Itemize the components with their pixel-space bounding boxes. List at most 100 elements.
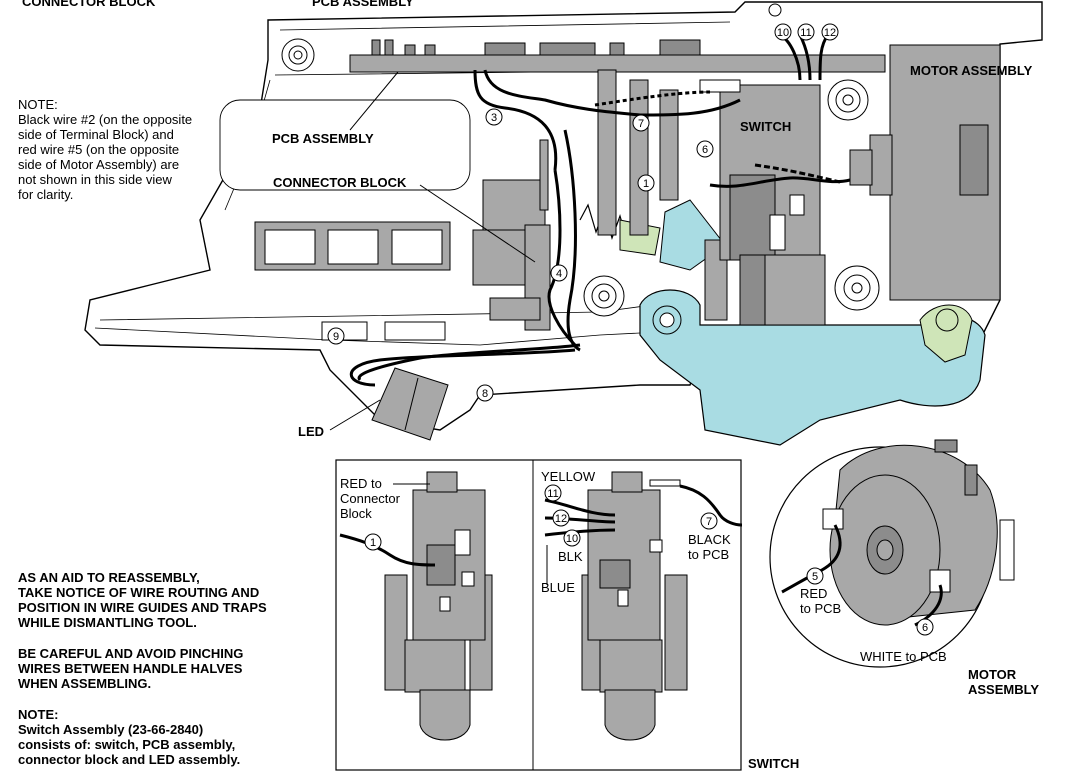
svg-text:12: 12 [824, 27, 836, 39]
svg-text:9: 9 [333, 331, 339, 343]
pcb-assembly-label: PCB ASSEMBLY [272, 131, 374, 146]
note-bottom-line: connector block and LED assembly. [18, 752, 241, 767]
note-top-line: Black wire #2 (on the opposite [18, 112, 193, 127]
screw-boss-middle [583, 275, 625, 317]
green-pivot-part [919, 304, 973, 363]
wire-callout-10: 10 [774, 23, 792, 41]
instruction-line: AS AN AID TO REASSEMBLY, [18, 570, 200, 585]
yellow-label: YELLOW [541, 469, 596, 484]
svg-text:6: 6 [922, 622, 928, 634]
switch-right-callout-12: 12 [552, 509, 570, 527]
switch-body [699, 79, 826, 326]
led-label: LED [298, 424, 324, 439]
led-leader [329, 399, 381, 431]
blue-label: BLUE [541, 580, 575, 595]
wire-callout-9: 9 [327, 327, 345, 345]
led-assembly [371, 367, 449, 441]
pcb-assembly [349, 39, 886, 73]
svg-text:8: 8 [482, 388, 488, 400]
trigger-pivot-hole [659, 312, 675, 328]
battery-contact-block [254, 221, 451, 271]
led-divider [404, 377, 419, 431]
svg-text:1: 1 [370, 537, 376, 549]
housing-lower-ridge [94, 327, 701, 346]
switch-left-label-line1: RED to [340, 476, 382, 491]
note-top: NOTE: Black wire #2 (on the opposite sid… [18, 97, 233, 202]
led-guide-right [384, 321, 446, 341]
motor-white-label: WHITE to PCB [860, 649, 947, 664]
connector-block-label: CONNECTOR BLOCK [273, 175, 407, 190]
note-top-line: side of Motor Assembly) are [18, 157, 180, 172]
switch-right-wires [544, 484, 743, 537]
note-top-line: side of Terminal Block) and [18, 127, 174, 142]
screw-boss-top-right [827, 79, 869, 121]
black-to-pcb-line1: BLACK [688, 532, 731, 547]
wire-callout-3: 3 [485, 108, 503, 126]
switch-left-wire [339, 533, 436, 567]
switch-view-left [384, 471, 493, 741]
note-top-line: red wire #5 (on the opposite [18, 142, 180, 157]
note-bottom-line: consists of: switch, PCB assembly, [18, 737, 236, 752]
wire-callout-8: 8 [476, 384, 494, 402]
black-to-pcb-line2: to PCB [688, 547, 729, 562]
screw-boss-top-left [281, 38, 315, 72]
svg-text:7: 7 [706, 516, 712, 528]
svg-text:6: 6 [702, 144, 708, 156]
motor-assembly [849, 44, 1001, 301]
switch-detail-title: SWITCH [748, 756, 799, 771]
svg-text:10: 10 [566, 533, 578, 545]
instruction-line: WHEN ASSEMBLING. [18, 676, 152, 691]
svg-text:3: 3 [491, 112, 497, 124]
wire-callout-7: 7 [632, 114, 650, 132]
blue-trigger [639, 289, 986, 446]
motor-callout-6: 6 [916, 618, 934, 636]
middle-rib-1 [597, 69, 617, 236]
svg-text:5: 5 [812, 571, 818, 583]
connector-leader [419, 184, 536, 263]
motor-detail-title-line1: MOTOR [968, 667, 1017, 682]
motor-red-line1: RED [800, 586, 827, 601]
motor-detail-title-line2: ASSEMBLY [968, 682, 1039, 697]
svg-text:11: 11 [547, 488, 558, 500]
note-top-heading: NOTE: [18, 97, 58, 112]
blk-label: BLK [558, 549, 583, 564]
svg-text:7: 7 [638, 118, 644, 130]
dashed-wire-7 [594, 90, 711, 107]
switch-left-callout-1: 1 [364, 533, 382, 551]
switch-left-label-line3: Block [340, 506, 372, 521]
note-top-line: for clarity. [18, 187, 74, 202]
handle-cavity [219, 99, 471, 191]
pcb-leader [349, 71, 399, 131]
motor-detail-drawing [822, 439, 1015, 626]
instructions-para2: BE CAREFUL AND AVOID PINCHING WIRES BETW… [18, 646, 338, 691]
svg-text:10: 10 [777, 27, 789, 39]
wire-callout-6: 6 [696, 140, 714, 158]
instruction-line: TAKE NOTICE OF WIRE ROUTING AND [18, 585, 260, 600]
note-bottom: NOTE: Switch Assembly (23-66-2840) consi… [18, 707, 338, 767]
top-pcb-assembly-label: PCB ASSEMBLY [312, 0, 414, 9]
motor-red-wire [781, 524, 842, 594]
wire-callout-4: 4 [550, 264, 568, 282]
green-pivot-hole [935, 308, 959, 332]
svg-text:4: 4 [556, 268, 562, 280]
motor-red-line2: to PCB [800, 601, 841, 616]
top-screw [768, 3, 782, 17]
switch-right-callout-11: 11 [544, 484, 562, 502]
wire-callout-11: 11 [797, 23, 815, 41]
wire-bundle [349, 33, 851, 387]
screw-boss-right [834, 265, 880, 311]
instruction-line: POSITION IN WIRE GUIDES AND TRAPS [18, 600, 267, 615]
motor-callout-5: 5 [806, 567, 824, 585]
dashed-wire-6 [754, 163, 841, 184]
wire-callout-1: 1 [637, 174, 655, 192]
instruction-line: WIRES BETWEEN HANDLE HALVES [18, 661, 243, 676]
svg-text:11: 11 [800, 27, 811, 39]
switch-left-label-line2: Connector [340, 491, 401, 506]
note-bottom-heading: NOTE: [18, 707, 59, 722]
instruction-line: WHILE DISMANTLING TOOL. [18, 615, 197, 630]
switch-label: SWITCH [740, 119, 791, 134]
middle-rib-2 [629, 79, 649, 236]
svg-text:1: 1 [643, 178, 649, 190]
switch-right-callout-7: 7 [700, 512, 718, 530]
